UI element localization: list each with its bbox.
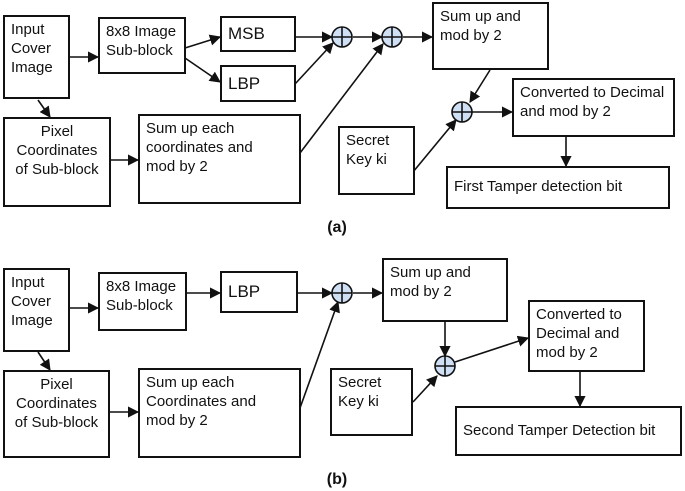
arrow-a-key-to-xor3 (412, 119, 457, 173)
xor-a3-icon (451, 101, 473, 123)
a-pixel-coordinates-label: Pixel Coordinates of Sub-block (15, 123, 99, 178)
a-sum-mod-label: Sum up and mod by 2 (440, 8, 521, 44)
caption-a: (a) (327, 219, 347, 236)
a-input-cover-image-label: Input Cover Image (11, 21, 53, 76)
a-msb-label: MSB (228, 24, 265, 44)
b-output-label: Second Tamper Detection bit (463, 421, 656, 439)
a-secret-key: Secret Key ki (338, 126, 415, 195)
a-input-cover-image: Input Cover Image (3, 15, 70, 99)
a-msb: MSB (220, 16, 296, 52)
a-image-subblock: 8x8 Image Sub-block (98, 17, 186, 74)
a-lbp: LBP (220, 65, 296, 102)
arrow-b-coords-to-xor1 (299, 300, 340, 409)
a-output-label: First Tamper detection bit (454, 178, 623, 196)
b-lbp-label: LBP (228, 282, 261, 302)
b-secret-key: Secret Key ki (330, 368, 413, 436)
b-sum-mod-label: Sum up and mod by 2 (390, 264, 471, 300)
xor-a1-icon (331, 26, 353, 48)
b-image-subblock-label: 8x8 Image Sub-block (106, 278, 177, 314)
a-lbp-label: LBP (228, 73, 261, 93)
xor-b1-icon (331, 282, 353, 304)
a-sum-coordinates-label: Sum up each coordinates and mod by 2 (146, 120, 253, 175)
arrow-b-input-to-pixel (37, 351, 51, 371)
arrow-a-subblock-to-msb (184, 34, 222, 49)
arrow-b-key-to-xor2 (412, 375, 438, 403)
b-sum-mod: Sum up and mod by 2 (382, 258, 508, 322)
arrow-a-lbp-to-xor1 (294, 42, 334, 85)
xor-b2-icon (434, 355, 456, 377)
b-converted-decimal-label: Converted to Decimal and mod by 2 (536, 306, 622, 361)
arrow-a-input-to-pixel (37, 99, 51, 118)
arrow-a-sum-to-xor3 (469, 69, 491, 103)
b-output: Second Tamper Detection bit (455, 406, 682, 456)
a-converted-decimal: Converted to Decimal and mod by 2 (512, 78, 675, 137)
caption-b: (b) (326, 471, 348, 488)
b-sum-coordinates: Sum up each Coordinates and mod by 2 (138, 368, 301, 458)
xor-a2-icon (381, 26, 403, 48)
arrow-b-xor2-to-convert (454, 335, 530, 363)
a-converted-decimal-label: Converted to Decimal and mod by 2 (520, 84, 665, 120)
a-pixel-coordinates: Pixel Coordinates of Sub-block (3, 117, 111, 207)
b-pixel-coordinates: Pixel Coordinates of Sub-block (3, 370, 110, 458)
a-output: First Tamper detection bit (446, 166, 670, 209)
b-secret-key-label: Secret Key ki (338, 374, 382, 410)
arrow-a-subblock-to-lbp (184, 57, 221, 83)
b-input-cover-image: Input Cover Image (3, 268, 70, 352)
a-secret-key-label: Secret Key ki (346, 132, 390, 168)
b-converted-decimal: Converted to Decimal and mod by 2 (528, 300, 645, 372)
arrow-a-coords-to-xor2 (299, 43, 384, 154)
b-image-subblock: 8x8 Image Sub-block (98, 272, 187, 331)
b-sum-coordinates-label: Sum up each Coordinates and mod by 2 (146, 374, 257, 429)
b-pixel-coordinates-label: Pixel Coordinates of Sub-block (14, 376, 99, 431)
a-sum-mod: Sum up and mod by 2 (432, 2, 549, 70)
b-input-cover-image-label: Input Cover Image (11, 274, 53, 329)
b-lbp: LBP (220, 271, 298, 313)
a-image-subblock-label: 8x8 Image Sub-block (106, 23, 177, 59)
a-sum-coordinates: Sum up each coordinates and mod by 2 (138, 114, 301, 204)
